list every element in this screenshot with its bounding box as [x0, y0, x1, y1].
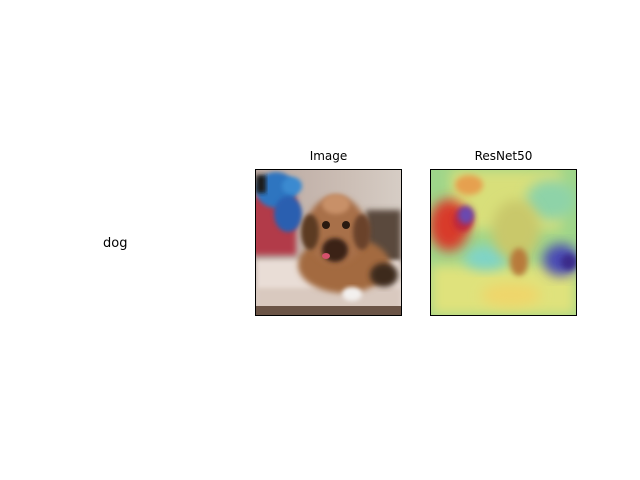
dog-image-panel — [255, 169, 402, 316]
class-label: dog — [103, 236, 128, 251]
resnet50-panel-title: ResNet50 — [474, 149, 533, 163]
image-panel-title: Image — [309, 149, 348, 163]
heatmap-overlay — [431, 170, 576, 315]
resnet50-heatmap-panel — [430, 169, 577, 316]
dog-photo — [256, 170, 401, 315]
